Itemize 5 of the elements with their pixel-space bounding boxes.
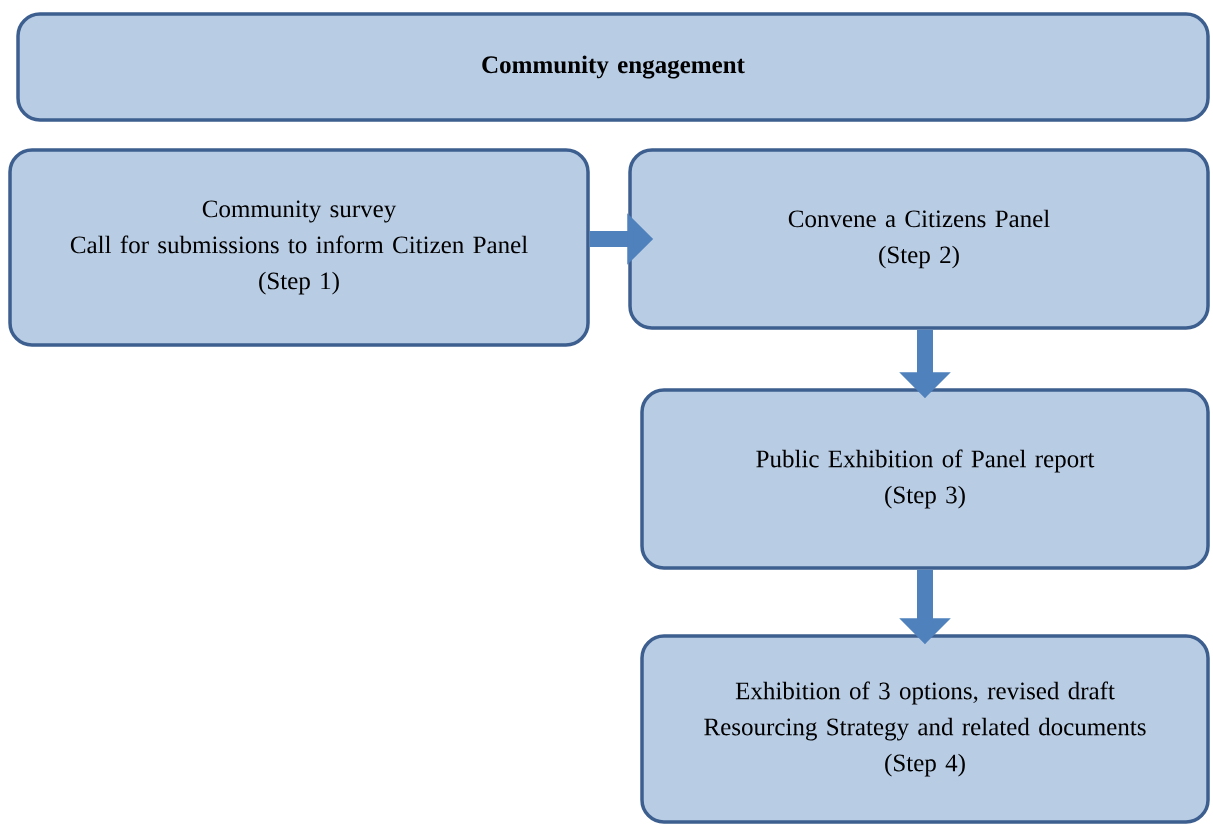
step-box: Community engagement [16, 12, 1210, 122]
step-box: Community survey Call for submissions to inform Citizen Panel (Step 1) [8, 148, 590, 347]
step-box: Exhibition of 3 options, revised draft Resourcing Strategy and related documents (Step 4) [640, 634, 1210, 824]
step-box: Convene a Citizens Panel (Step 2) [628, 148, 1210, 330]
step-box: Public Exhibition of Panel report (Step 3) [640, 388, 1210, 570]
